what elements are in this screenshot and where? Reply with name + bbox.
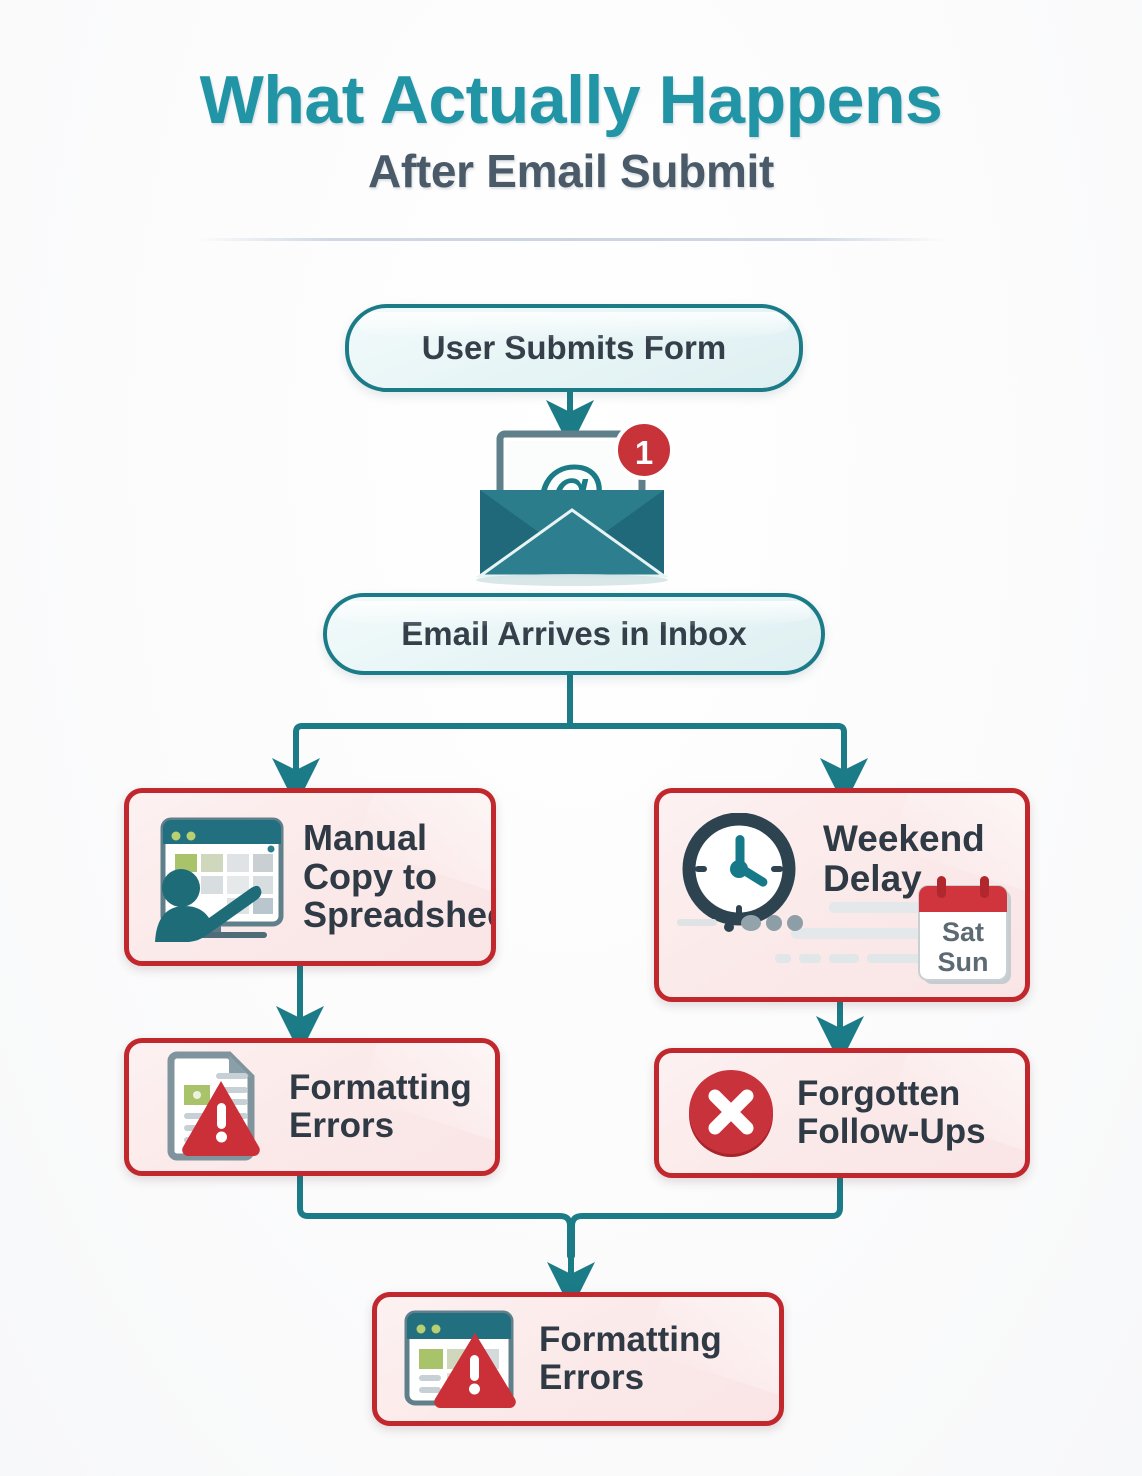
- spreadsheet-warning-icon: [404, 1310, 516, 1408]
- calendar-day-2: Sun: [938, 947, 989, 977]
- card-label: Forgotten Follow-Ups: [797, 1074, 986, 1151]
- notification-badge: [616, 422, 672, 478]
- page-subtitle: After Email Submit: [367, 145, 775, 197]
- card-label: Formatting Errors: [289, 1068, 472, 1145]
- calendar-day-1: Sat: [942, 917, 984, 947]
- header-divider: [196, 238, 946, 241]
- node-formatting-errors-left[interactable]: Formatting Errors: [124, 1038, 500, 1176]
- node-user-submits-form[interactable]: User Submits Form: [345, 304, 803, 392]
- node-email-arrives-inbox[interactable]: Email Arrives in Inbox: [323, 593, 825, 675]
- error-circle-x-icon: [689, 1070, 773, 1157]
- clock-icon: [677, 813, 803, 932]
- edge-format1-merge: [297, 1165, 573, 1259]
- node-label: Email Arrives in Inbox: [401, 615, 747, 652]
- at-symbol: @: [536, 452, 606, 532]
- node-formatting-errors-bottom[interactable]: Formatting Errors: [372, 1292, 784, 1426]
- node-manual-copy-spreadsheet[interactable]: Manual Copy to Spreadsheet: [124, 788, 496, 966]
- document-warning-icon: [167, 1051, 260, 1161]
- edge-forgot-merge: [569, 1167, 843, 1259]
- badge-count-text: 1: [635, 434, 653, 471]
- header: What Actually Happens After Email Submit: [0, 66, 1142, 194]
- card-label: Manual Copy to Spreadsheet: [303, 816, 491, 936]
- manual-entry-spreadsheet-icon: [155, 817, 284, 942]
- node-forgotten-followups[interactable]: Forgotten Follow-Ups: [654, 1048, 1030, 1178]
- edge-split-bar: [293, 723, 847, 761]
- card-label: Formatting Errors: [539, 1320, 722, 1397]
- node-label: User Submits Form: [421, 329, 727, 366]
- calendar-weekend-icon: Sat Sun: [775, 876, 1011, 984]
- node-weekend-delay[interactable]: Weekend Delay Sat Sun: [654, 788, 1030, 1002]
- page-title: What Actually Happens: [199, 62, 943, 138]
- card-label: Weekend Delay: [823, 818, 985, 899]
